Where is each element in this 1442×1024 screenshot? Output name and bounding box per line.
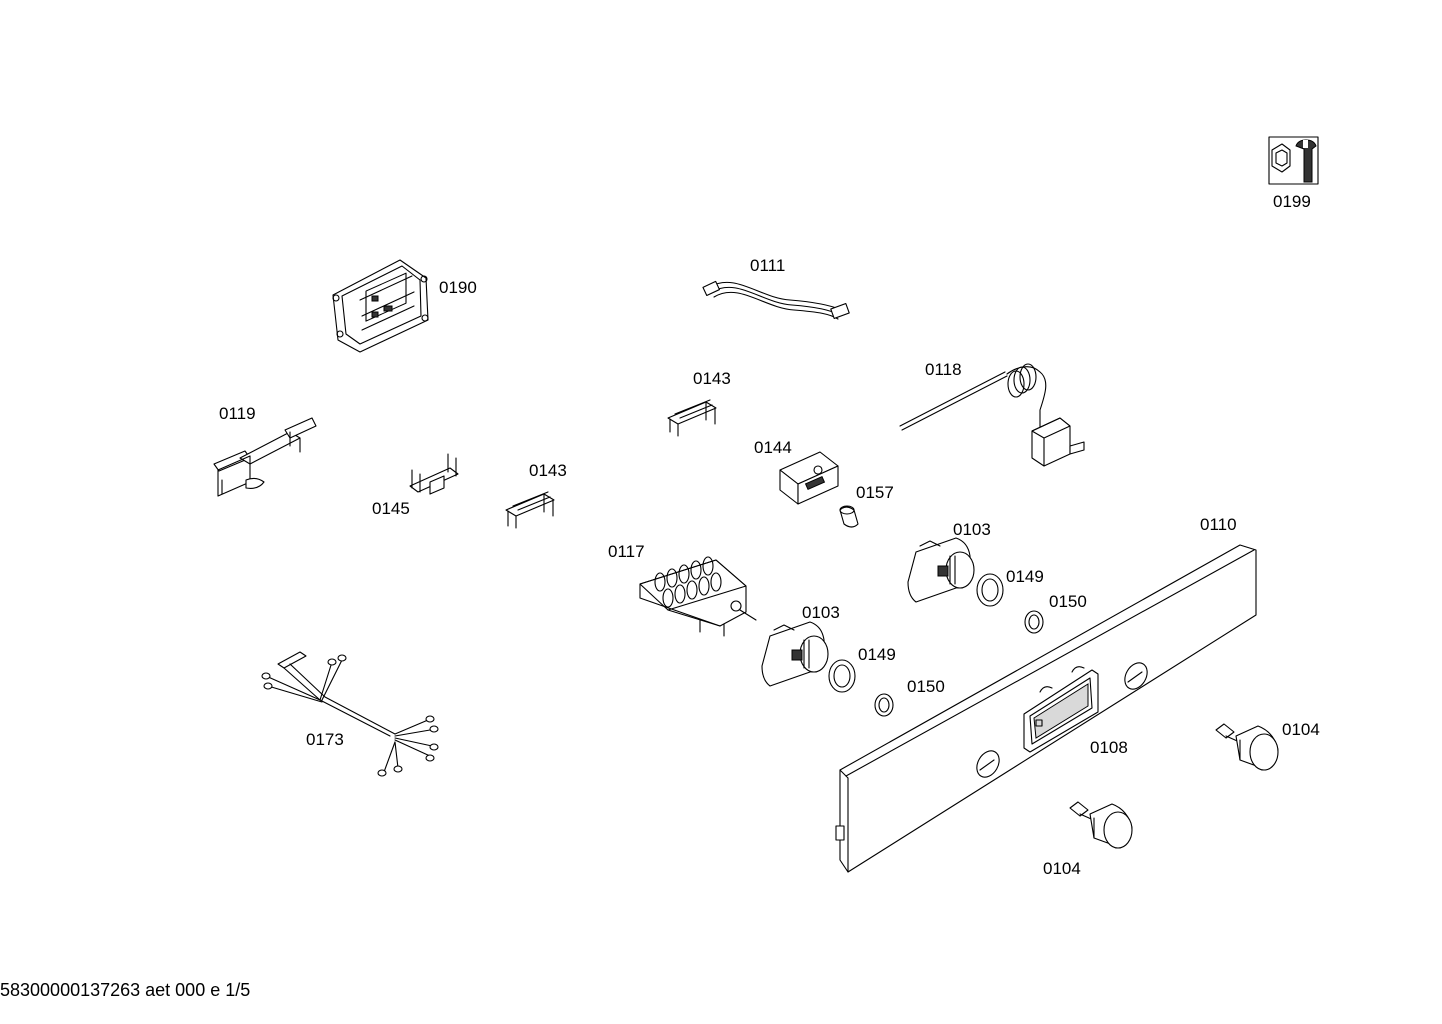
label-0104: 0104 (1282, 720, 1320, 739)
part-0150-ring-lower (874, 693, 894, 717)
part-0149-ring-upper (976, 573, 1004, 607)
label-0173: 0173 (306, 730, 344, 749)
label-0110: 0110 (1200, 515, 1237, 534)
label-0118: 0118 (925, 360, 962, 379)
part-0149-ring-lower (828, 659, 856, 693)
part-0103-switch-upper (907, 537, 975, 603)
label-0111: 0111 (750, 256, 785, 275)
label-0150: 0150 (907, 677, 945, 696)
part-0103-switch-lower (761, 621, 829, 687)
part-0119-bracket (213, 417, 317, 497)
part-0104-knob-bottom (1069, 801, 1133, 849)
label-0144: 0144 (754, 438, 792, 457)
part-0104-knob-right (1215, 723, 1279, 771)
part-0143-bracket-upper (667, 399, 717, 437)
label-0199: 0199 (1273, 192, 1311, 211)
label-0143: 0143 (529, 461, 567, 480)
wrench-nut-icon (1268, 136, 1319, 185)
label-0104: 0104 (1043, 859, 1081, 878)
part-0110-control-panel (835, 544, 1257, 873)
part-0173-wire-harness (261, 651, 439, 777)
document-reference: 58300000137263 aet 000 e 1/5 (0, 980, 251, 1000)
label-0143: 0143 (693, 369, 731, 388)
part-0150-ring-upper (1024, 610, 1044, 634)
label-0145: 0145 (372, 499, 410, 518)
part-0157-lamp (839, 505, 859, 528)
label-0149: 0149 (1006, 567, 1044, 586)
part-0190-electronic-module (332, 259, 429, 353)
label-0119: 0119 (219, 404, 256, 423)
part-0118-thermostat (899, 363, 1085, 467)
part-0111-ribbon-cable (702, 280, 850, 320)
label-0117: 0117 (608, 542, 645, 561)
part-0117-function-switch (639, 556, 757, 637)
label-0103: 0103 (953, 520, 991, 539)
label-0108: 0108 (1090, 738, 1128, 757)
part-0145-clip (409, 453, 459, 495)
part-0144-lamp-holder (779, 451, 839, 505)
label-0150: 0150 (1049, 592, 1087, 611)
label-0103: 0103 (802, 603, 840, 622)
label-0149: 0149 (858, 645, 896, 664)
label-0190: 0190 (439, 278, 477, 297)
part-0143-bracket-lower (505, 491, 555, 529)
label-0157: 0157 (856, 483, 894, 502)
